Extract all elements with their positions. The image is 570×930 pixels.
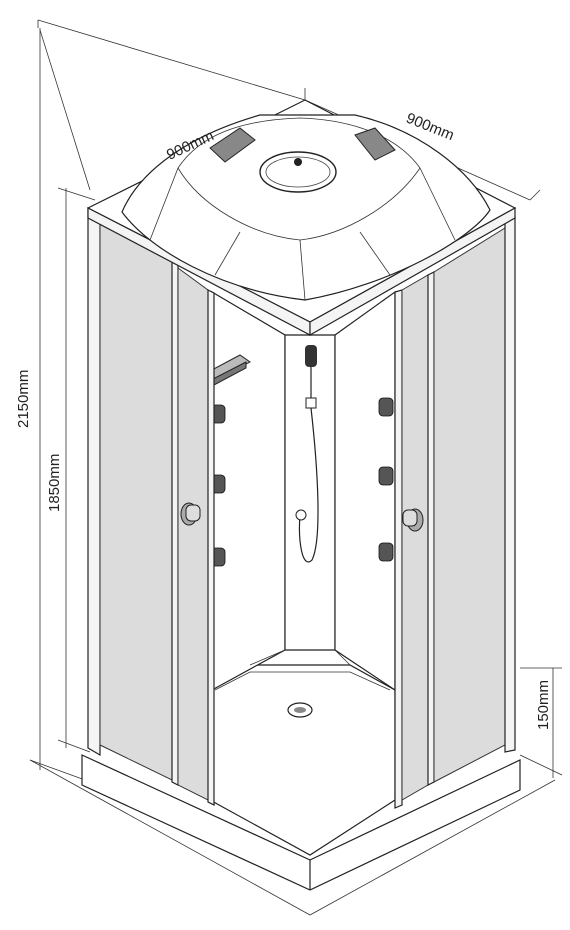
dimension-lines: [29, 19, 563, 916]
jet-icon: [378, 466, 394, 486]
dim-cabin-height: 1850mm: [46, 454, 63, 512]
right-door-panels: [394, 216, 516, 809]
dim-tray-height: 150mm: [535, 680, 552, 730]
jet-icon: [378, 542, 394, 562]
left-door-panels: [87, 209, 215, 806]
massage-jets-right: [378, 397, 394, 562]
shower-tray: [81, 664, 521, 891]
rain-shower-icon: [259, 151, 337, 193]
vent-left-icon: [209, 127, 256, 163]
jet-icon: [378, 397, 394, 417]
door-handle-left-icon: [180, 502, 201, 526]
roof-frame: [86, 99, 517, 337]
shower-head-icon: [295, 345, 319, 563]
vent-right-icon: [354, 127, 396, 161]
dim-total-height: 2150mm: [15, 370, 32, 428]
back-walls: [211, 290, 396, 692]
door-handle-right-icon: [402, 508, 424, 532]
